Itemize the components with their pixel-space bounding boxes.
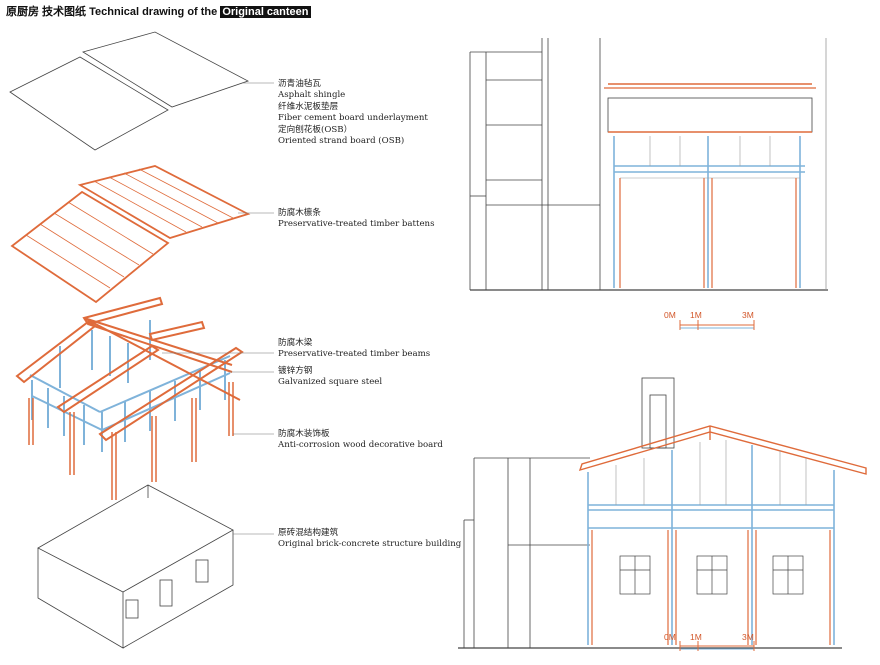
scale-bar-2 — [679, 641, 755, 651]
scale-label-1m: 1M — [690, 310, 702, 320]
label-line: Preservative-treated timber beams — [278, 349, 431, 360]
label-line: Original brick-concrete structure buildi… — [278, 539, 462, 550]
label-line: 纤维水泥板垫层 — [278, 101, 339, 112]
label-steel: 镀锌方钢 Galvanized square steel — [278, 366, 382, 389]
label-line: Preservative-treated timber battens — [278, 219, 435, 230]
label-line: Fiber cement board underlayment — [278, 113, 428, 124]
scale-label-0m: 0M — [664, 310, 676, 320]
scale-label-0m: 0M — [664, 632, 676, 642]
label-battens: 防腐木檩条 Preservative-treated timber batten… — [278, 208, 435, 231]
elevation-side — [458, 377, 867, 649]
label-line: Oriented strand board (OSB) — [278, 136, 405, 147]
label-line: 防腐木装饰板 — [278, 429, 330, 439]
label-line: 防腐木檩条 — [278, 208, 321, 218]
scale-label-1m: 1M — [690, 632, 702, 642]
roof-panels — [9, 31, 250, 151]
title-highlight: Original canteen — [220, 6, 311, 18]
scale-label-3m: 3M — [742, 310, 754, 320]
label-line: 镀锌方钢 — [278, 366, 313, 376]
label-roof-layers: 沥青油毡瓦 Asphalt shingle 纤维水泥板垫层 Fiber ceme… — [278, 79, 428, 147]
elevation-front — [469, 38, 828, 291]
decorative-wood-posts — [28, 382, 234, 500]
label-line: Galvanized square steel — [278, 377, 383, 388]
timber-beams — [15, 296, 244, 442]
label-line: 原砖混结构建筑 — [278, 528, 339, 538]
label-line: Asphalt shingle — [278, 90, 346, 101]
label-original-building: 原砖混结构建筑 Original brick-concrete structur… — [278, 528, 461, 551]
label-beams: 防腐木梁 Preservative-treated timber beams — [278, 338, 430, 361]
label-line: Anti-corrosion wood decorative board — [278, 440, 443, 451]
title-prefix: 原厨房 技术图纸 Technical drawing of the — [6, 6, 221, 18]
label-line: 定向刨花板(OSB） — [278, 124, 353, 135]
brick-building — [37, 484, 234, 649]
scale-label-3m: 3M — [742, 632, 754, 642]
timber-battens — [10, 165, 251, 304]
galvanized-steel-frame — [29, 320, 231, 452]
label-decorative-board: 防腐木装饰板 Anti-corrosion wood decorative bo… — [278, 429, 443, 452]
label-line: 防腐木梁 — [278, 338, 313, 348]
scale-bar-1 — [679, 320, 755, 330]
label-line: 沥青油毡瓦 — [278, 79, 321, 89]
drawing-title: 原厨房 技术图纸 Technical drawing of the Origin… — [6, 3, 311, 19]
